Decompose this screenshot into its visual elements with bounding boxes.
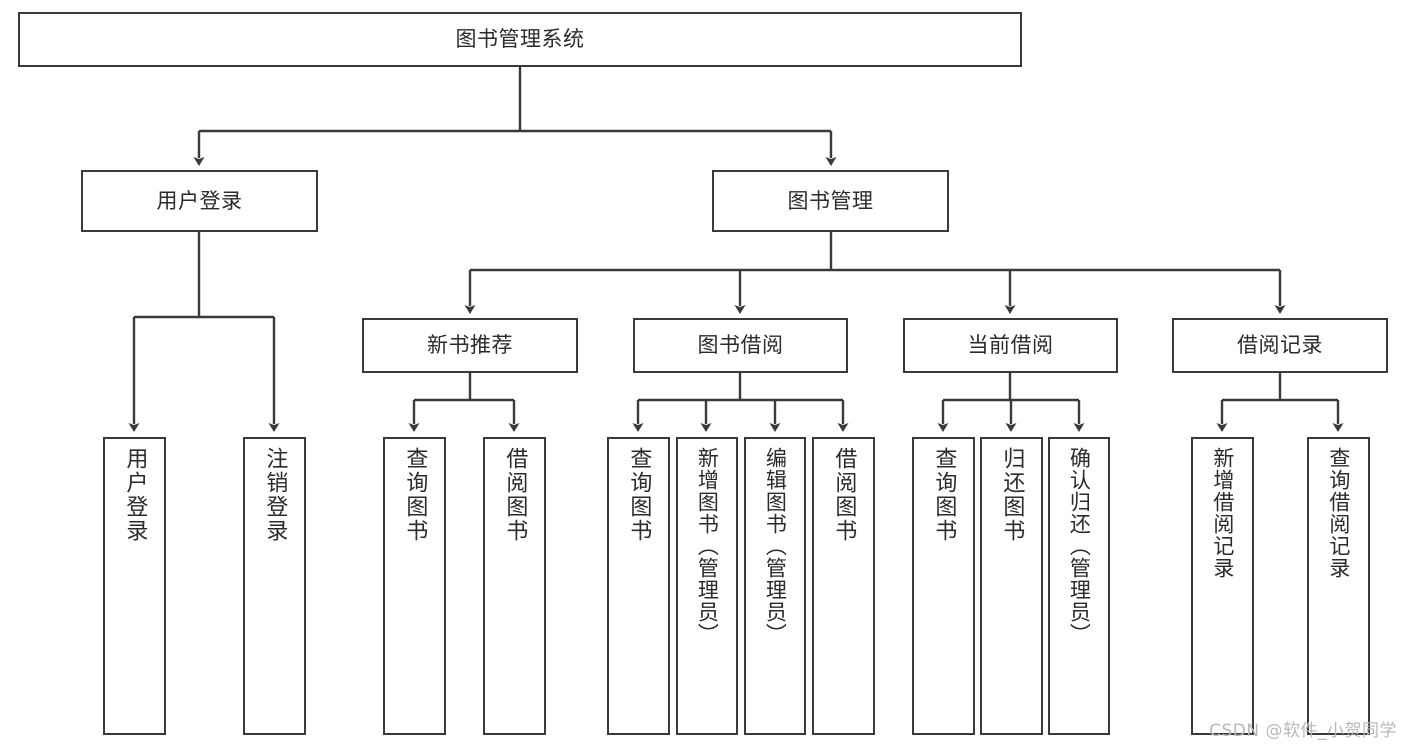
node-user-login[interactable]: 用户登录 bbox=[81, 170, 318, 232]
leaf-query-book-1-label: 查询图书 bbox=[402, 447, 428, 543]
node-user-login-label: 用户登录 bbox=[156, 188, 243, 213]
leaf-query-book-2[interactable]: 查询图书 bbox=[607, 437, 670, 735]
leaf-confirm-return-label: 确认归还（管理员） bbox=[1067, 447, 1092, 645]
node-book-manage[interactable]: 图书管理 bbox=[712, 170, 949, 232]
leaf-borrow-book-2-label: 借阅图书 bbox=[831, 447, 857, 543]
node-new-book-recommend[interactable]: 新书推荐 bbox=[362, 318, 578, 373]
node-root-label: 图书管理系统 bbox=[455, 27, 585, 52]
leaf-query-record[interactable]: 查询借阅记录 bbox=[1307, 437, 1370, 735]
node-new-book-recommend-label: 新书推荐 bbox=[427, 333, 513, 358]
leaf-borrow-book-2[interactable]: 借阅图书 bbox=[812, 437, 875, 735]
leaf-query-book-2-label: 查询图书 bbox=[626, 447, 652, 543]
leaf-query-book-1[interactable]: 查询图书 bbox=[383, 437, 446, 735]
node-book-borrow-label: 图书借阅 bbox=[697, 333, 784, 358]
leaf-add-record[interactable]: 新增借阅记录 bbox=[1191, 437, 1254, 735]
leaf-return-book[interactable]: 归还图书 bbox=[980, 437, 1043, 735]
leaf-confirm-return[interactable]: 确认归还（管理员） bbox=[1048, 437, 1110, 735]
node-current-borrow-label: 当前借阅 bbox=[967, 333, 1054, 358]
watermark: CSDN @软件_小贺同学 bbox=[1209, 721, 1397, 741]
node-book-borrow[interactable]: 图书借阅 bbox=[633, 318, 848, 373]
leaf-user-logout[interactable]: 注销登录 bbox=[243, 437, 306, 735]
leaf-query-record-label: 查询借阅记录 bbox=[1326, 447, 1351, 579]
leaf-borrow-book-1[interactable]: 借阅图书 bbox=[483, 437, 546, 735]
node-borrow-record[interactable]: 借阅记录 bbox=[1172, 318, 1388, 373]
leaf-add-book[interactable]: 新增图书（管理员） bbox=[676, 437, 738, 735]
leaf-user-login[interactable]: 用户登录 bbox=[103, 437, 166, 735]
leaf-query-book-3[interactable]: 查询图书 bbox=[912, 437, 975, 735]
leaf-edit-book-label: 编辑图书（管理员） bbox=[763, 447, 788, 645]
node-root[interactable]: 图书管理系统 bbox=[18, 12, 1022, 67]
leaf-user-login-label: 用户登录 bbox=[122, 447, 148, 543]
leaf-user-logout-label: 注销登录 bbox=[262, 447, 288, 543]
leaf-return-book-label: 归还图书 bbox=[999, 447, 1025, 543]
leaf-edit-book[interactable]: 编辑图书（管理员） bbox=[744, 437, 806, 735]
leaf-borrow-book-1-label: 借阅图书 bbox=[502, 447, 528, 543]
leaf-query-book-3-label: 查询图书 bbox=[931, 447, 957, 543]
leaf-add-record-label: 新增借阅记录 bbox=[1210, 447, 1235, 579]
node-current-borrow[interactable]: 当前借阅 bbox=[903, 318, 1118, 373]
node-book-manage-label: 图书管理 bbox=[787, 188, 874, 213]
node-borrow-record-label: 借阅记录 bbox=[1237, 333, 1323, 358]
leaf-add-book-label: 新增图书（管理员） bbox=[695, 447, 720, 645]
